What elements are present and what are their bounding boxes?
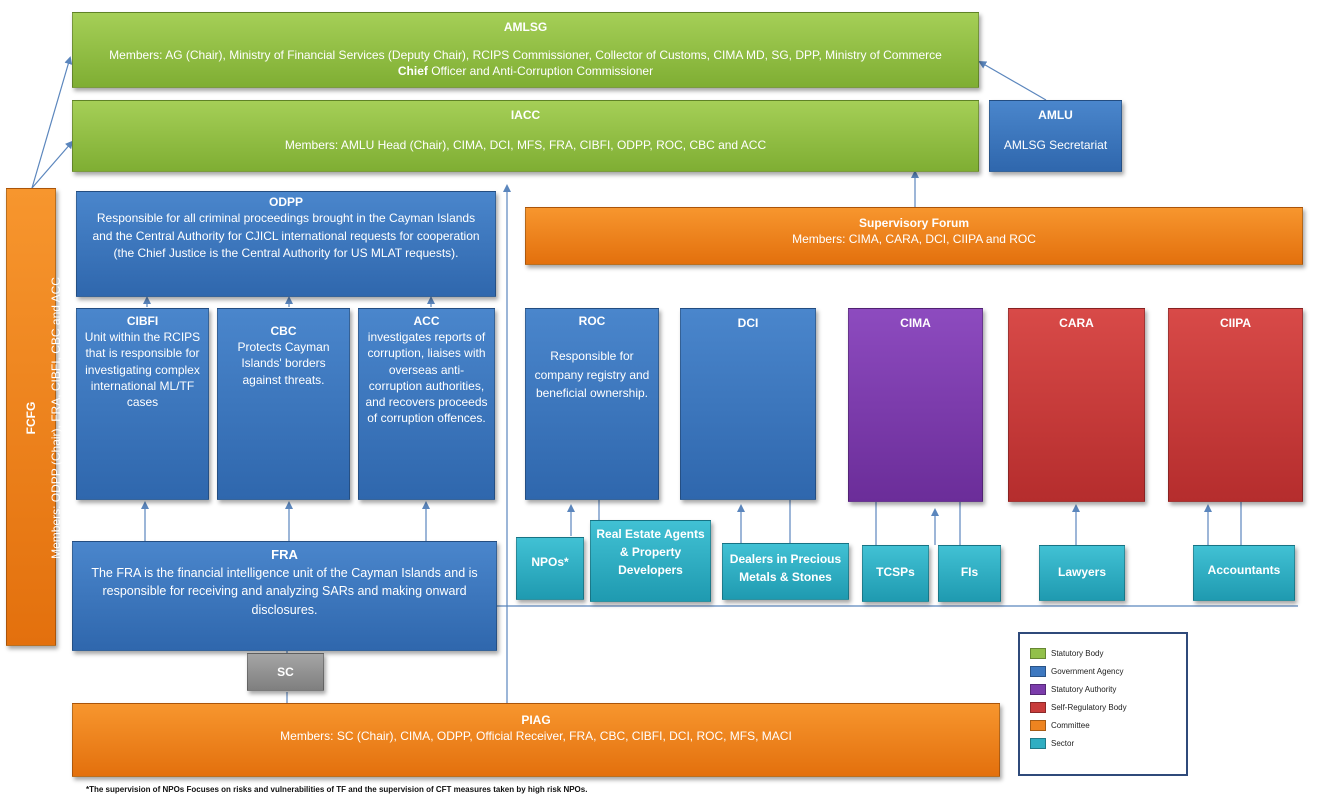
legend-swatch <box>1030 719 1046 731</box>
sector-accountants-label: Accountants <box>1207 563 1281 577</box>
amlsg-members: Members: AG (Chair), Ministry of Financi… <box>93 47 958 79</box>
fra-desc: The FRA is the financial intelligence un… <box>91 565 478 618</box>
legend-label: Sector <box>1051 738 1075 748</box>
dci-box: DCI <box>680 308 816 500</box>
fcfg-members: Members: ODPP (Chair), FRA, CIBFI, CBC a… <box>49 277 63 559</box>
sector-real-estate: Real Estate Agents & Property Developers <box>590 520 711 602</box>
iacc-members: Members: AMLU Head (Chair), CIMA, DCI, M… <box>284 138 767 153</box>
sc-box: SC <box>247 653 324 691</box>
amlsg-members-bold: Chief <box>397 64 428 79</box>
cbc-box: CBC Protects Cayman Islands' borders aga… <box>217 308 350 500</box>
fcfg-box: FCFG Members: ODPP (Chair), FRA, CIBFI, … <box>6 188 63 646</box>
roc-box: ROC Responsible for company registry and… <box>525 308 659 500</box>
amlu-desc: AMLSG Secretariat <box>1003 138 1108 153</box>
legend-label: Committee <box>1051 720 1090 730</box>
supervisory-forum-members: Members: CIMA, CARA, DCI, CIIPA and ROC <box>792 232 1036 247</box>
cibfi-box: CIBFI Unit within the RCIPS that is resp… <box>76 308 209 500</box>
acc-title: ACC <box>413 314 440 328</box>
legend-label: Government Agency <box>1051 666 1124 676</box>
cima-box: CIMA <box>848 308 983 502</box>
sector-dealers: Dealers in Precious Metals & Stones <box>722 543 849 600</box>
supervisory-forum-title: Supervisory Forum <box>858 216 970 230</box>
cima-title: CIMA <box>900 316 931 330</box>
legend-item: Statutory Authority <box>1030 680 1186 698</box>
ciipa-title: CIIPA <box>1219 316 1252 330</box>
iacc-title: IACC <box>510 108 541 122</box>
cibfi-desc: Unit within the RCIPS that is responsibl… <box>84 330 201 409</box>
sector-tcsps-label: TCSPs <box>876 565 915 579</box>
sector-real-estate-label: Real Estate Agents & Property Developers <box>596 527 705 577</box>
arrow-fcfg-amlsg <box>31 56 73 189</box>
supervisory-forum-box: Supervisory Forum Members: CIMA, CARA, D… <box>525 207 1303 265</box>
odpp-desc: Responsible for all criminal proceedings… <box>92 211 480 260</box>
legend-swatch <box>1030 683 1046 695</box>
sector-accountants: Accountants <box>1193 545 1295 601</box>
cara-box: CARA <box>1008 308 1145 502</box>
amlsg-members-a: Members: AG (Chair), Ministry of Financi… <box>109 48 942 63</box>
sector-npos-label: NPOs* <box>531 555 569 569</box>
cbc-title: CBC <box>270 324 297 338</box>
arrow-fcfg-iacc <box>31 140 74 189</box>
acc-desc: investigates reports of corruption, liai… <box>365 330 488 426</box>
legend-swatch <box>1030 737 1046 749</box>
arrow-amlu-amlsg <box>978 61 1047 101</box>
cibfi-title: CIBFI <box>126 314 159 328</box>
dci-title: DCI <box>737 316 759 330</box>
sector-tcsps: TCSPs <box>862 545 929 602</box>
amlu-title: AMLU <box>1038 108 1073 122</box>
legend-item: Sector <box>1030 734 1186 752</box>
sector-npos: NPOs* <box>516 537 584 600</box>
piag-members: Members: SC (Chair), CIMA, ODPP, Officia… <box>280 729 792 744</box>
legend-label: Statutory Body <box>1051 648 1104 658</box>
ciipa-box: CIIPA <box>1168 308 1303 502</box>
amlsg-members-b: Officer and Anti-Corruption Commissioner <box>427 64 654 79</box>
piag-title: PIAG <box>521 713 551 727</box>
acc-box: ACC investigates reports of corruption, … <box>358 308 495 500</box>
sc-title: SC <box>277 665 294 679</box>
legend-item: Committee <box>1030 716 1186 734</box>
amlsg-box: AMLSG Members: AG (Chair), Ministry of F… <box>72 12 979 88</box>
legend-item: Self-Regulatory Body <box>1030 698 1186 716</box>
amlu-box: AMLU AMLSG Secretariat <box>989 100 1122 172</box>
legend-swatch <box>1030 647 1046 659</box>
roc-desc: Responsible for company registry and ben… <box>534 349 650 401</box>
sector-fis: FIs <box>938 545 1001 602</box>
sector-lawyers-label: Lawyers <box>1057 565 1107 579</box>
roc-title: ROC <box>578 314 606 328</box>
fra-box: FRA The FRA is the financial intelligenc… <box>72 541 497 651</box>
sector-dealers-label: Dealers in Precious Metals & Stones <box>729 552 842 584</box>
sector-fis-label: FIs <box>960 565 979 579</box>
iacc-box: IACC Members: AMLU Head (Chair), CIMA, D… <box>72 100 979 172</box>
amlsg-title: AMLSG <box>503 20 548 34</box>
odpp-box: ODPP Responsible for all criminal procee… <box>76 191 496 297</box>
odpp-title: ODPP <box>268 195 303 209</box>
fcfg-title: FCFG <box>24 401 38 435</box>
legend-label: Self-Regulatory Body <box>1051 702 1127 712</box>
legend-item: Statutory Body <box>1030 644 1186 662</box>
sector-lawyers: Lawyers <box>1039 545 1125 601</box>
legend-label: Statutory Authority <box>1051 684 1117 694</box>
cbc-desc: Protects Cayman Islands' borders against… <box>237 340 330 387</box>
piag-box: PIAG Members: SC (Chair), CIMA, ODPP, Of… <box>72 703 1000 777</box>
fra-title: FRA <box>271 547 298 562</box>
legend-item: Government Agency <box>1030 662 1186 680</box>
legend-swatch <box>1030 701 1046 713</box>
legend-swatch <box>1030 665 1046 677</box>
cara-title: CARA <box>1059 316 1094 330</box>
footnote: *The supervision of NPOs Focuses on risk… <box>86 785 588 794</box>
